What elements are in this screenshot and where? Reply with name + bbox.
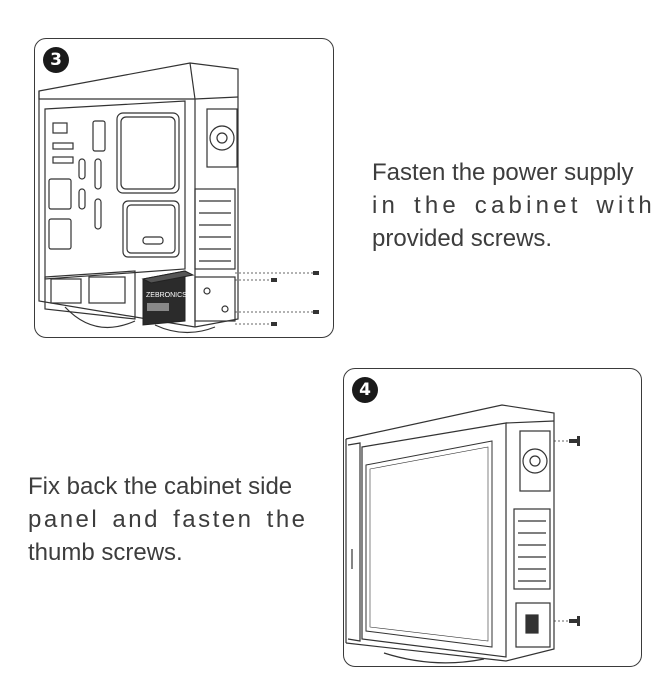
thumb-screw-icons	[554, 436, 580, 626]
step-4-illustration: 4	[343, 368, 642, 667]
caption-line: thumb screws.	[28, 539, 183, 566]
caption-line: provided screws.	[372, 225, 553, 252]
cabinet-psu-drawing: ZEBRONICS	[38, 62, 319, 334]
thumb-screw-icon	[554, 616, 580, 626]
thumb-screw-icon	[554, 436, 580, 446]
caption-line: Fasten the power supply	[372, 159, 634, 186]
cabinet-side-panel-drawing	[345, 404, 580, 664]
step-number-badge: 4	[352, 377, 378, 403]
screw-icon	[313, 271, 319, 275]
screw-icons	[271, 271, 319, 326]
screw-icon	[313, 310, 319, 314]
power-supply-unit: ZEBRONICS	[141, 270, 195, 326]
psu-brand-label: ZEBRONICS	[146, 292, 187, 299]
step-number-badge: 3	[43, 47, 69, 73]
caption-line: panel and fasten the	[28, 506, 308, 533]
screw-icon	[271, 278, 277, 282]
step-3-illustration: ZEBRONICS 3	[34, 38, 334, 338]
caption-line: in the cabinet with	[372, 192, 656, 219]
step-3-caption: Fasten the power supply in the cabinet w…	[372, 156, 652, 255]
step-4-caption: Fix back the cabinet side panel and fast…	[28, 470, 306, 569]
screw-icon	[271, 322, 277, 326]
caption-line: Fix back the cabinet side	[28, 473, 293, 500]
